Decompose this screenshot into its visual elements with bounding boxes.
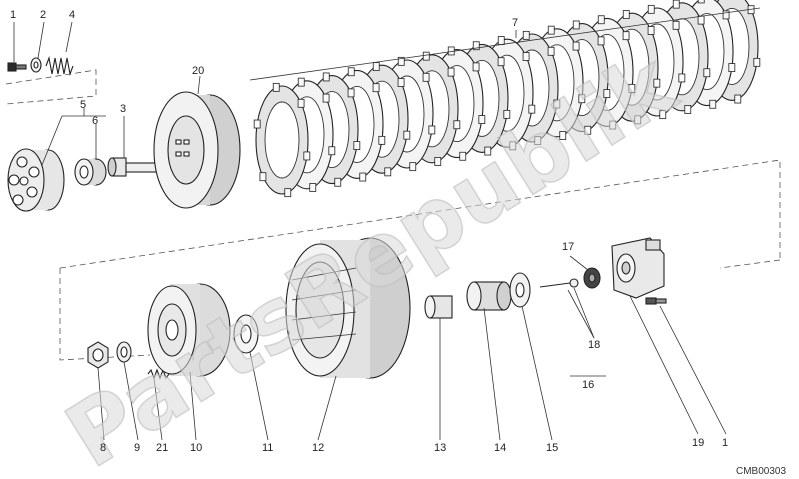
screw-part-1-lower — [645, 297, 667, 305]
callout-13: 13 — [434, 442, 446, 454]
pushrod-part-16 — [539, 278, 579, 288]
callout-4: 4 — [69, 9, 75, 21]
drawing-code: CMB00303 — [736, 466, 786, 477]
callout-21: 21 — [156, 442, 168, 454]
callout-8: 8 — [100, 442, 106, 454]
callout-10: 10 — [190, 442, 202, 454]
clutch-plate — [253, 82, 311, 198]
washer-part-2 — [30, 57, 42, 73]
nut-part-8 — [87, 341, 109, 369]
callout-6: 6 — [92, 115, 98, 127]
callout-7: 7 — [512, 17, 518, 29]
callout-12: 12 — [312, 442, 324, 454]
inner-hub-part-10 — [147, 283, 231, 377]
spring-part-21 — [147, 368, 170, 380]
callout-20: 20 — [192, 65, 204, 77]
callout-18: 18 — [588, 339, 600, 351]
clutch-plate-stack-part-7 — [253, 0, 761, 198]
callout-5: 5 — [80, 99, 86, 111]
leader-lines — [13, 7, 761, 441]
washer-part-15 — [509, 272, 531, 308]
callout-11: 11 — [262, 442, 273, 454]
callout-14: 14 — [494, 442, 506, 454]
bearing-part-6 — [74, 158, 107, 186]
sleeve-part-13 — [424, 295, 453, 319]
callout-labels: 1 2 4 5 6 3 20 7 17 18 16 8 9 21 10 11 1… — [10, 9, 728, 454]
callout-19: 19 — [692, 437, 704, 449]
cap-part-17 — [583, 267, 601, 289]
pressure-cap-part-5 — [7, 148, 65, 212]
screw-part-1 — [7, 62, 27, 72]
clutch-basket-part-12 — [285, 237, 411, 379]
slave-cylinder-part-19 — [611, 237, 665, 299]
pressure-plate-part-20 — [153, 91, 241, 209]
spring-part-4 — [45, 55, 74, 77]
callout-2: 2 — [40, 9, 46, 21]
callout-15: 15 — [546, 442, 558, 454]
thrust-washer-part-11 — [233, 314, 259, 354]
callout-17: 17 — [562, 241, 574, 253]
callout-9: 9 — [134, 442, 140, 454]
pushrod-part-3 — [107, 157, 163, 177]
callout-1: 1 — [10, 9, 16, 21]
needle-bearing-part-14 — [466, 281, 512, 311]
callout-16: 16 — [582, 379, 594, 391]
callout-1-lower: 1 — [722, 437, 728, 449]
callout-3: 3 — [120, 103, 126, 115]
